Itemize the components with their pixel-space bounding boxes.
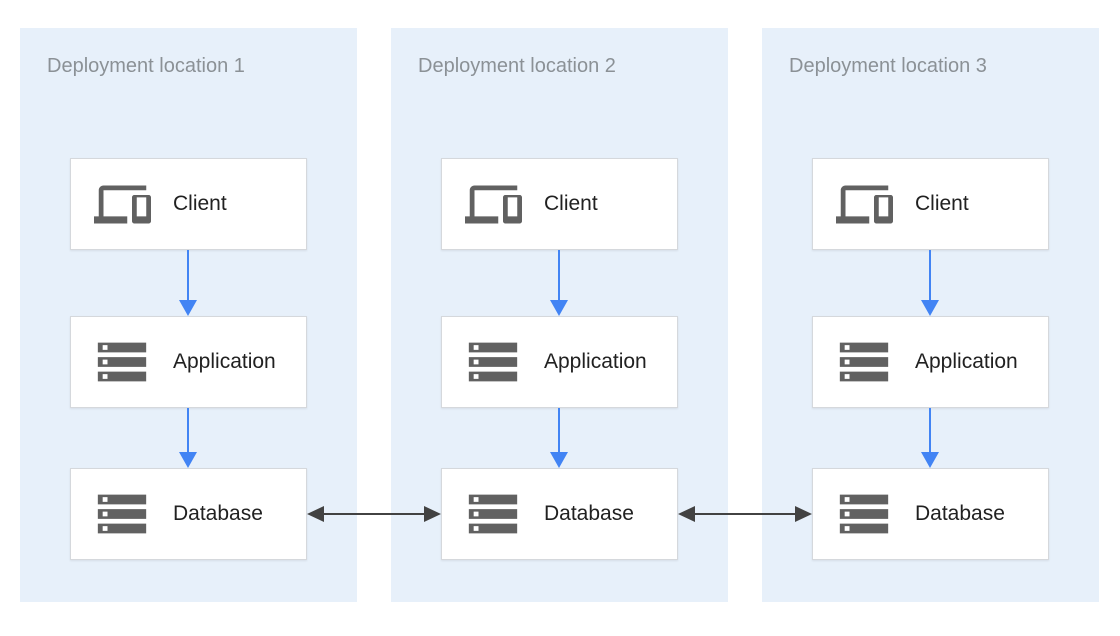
arrow-shaft	[695, 512, 795, 516]
flow-arrow-application-to-database	[920, 408, 940, 468]
devices-icon	[93, 175, 151, 233]
storage-icon	[93, 485, 151, 543]
arrowhead-down-icon	[179, 452, 197, 468]
arrow-shaft	[324, 512, 424, 516]
node-label: Database	[544, 502, 634, 525]
storage-icon	[93, 333, 151, 391]
storage-icon	[835, 333, 893, 391]
arrowhead-down-icon	[550, 452, 568, 468]
node-database: Database	[70, 468, 307, 560]
node-client: Client	[70, 158, 307, 250]
node-database: Database	[441, 468, 678, 560]
node-label: Database	[173, 502, 263, 525]
node-label: Application	[544, 350, 647, 373]
devices-icon	[835, 175, 893, 233]
arrow-shaft	[928, 250, 932, 300]
node-label: Client	[544, 192, 598, 215]
flow-arrow-client-to-application	[549, 250, 569, 316]
node-client: Client	[812, 158, 1049, 250]
replication-arrow-database1-database2	[307, 506, 441, 522]
panel-title: Deployment location 2	[418, 55, 616, 77]
storage-icon	[464, 333, 522, 391]
flow-arrow-application-to-database	[549, 408, 569, 468]
panel-title: Deployment location 1	[47, 55, 245, 77]
node-application: Application	[70, 316, 307, 408]
replication-arrow-database2-database3	[678, 506, 812, 522]
arrowhead-down-icon	[921, 300, 939, 316]
panel-title: Deployment location 3	[789, 55, 987, 77]
arrow-shaft	[557, 408, 561, 452]
arrowhead-down-icon	[550, 300, 568, 316]
storage-icon	[835, 485, 893, 543]
arrow-shaft	[186, 408, 190, 452]
arrowhead-down-icon	[921, 452, 939, 468]
node-label: Application	[173, 350, 276, 373]
node-label: Application	[915, 350, 1018, 373]
node-database: Database	[812, 468, 1049, 560]
devices-icon	[464, 175, 522, 233]
arrowhead-right-icon	[795, 506, 812, 522]
arrowhead-down-icon	[179, 300, 197, 316]
storage-icon	[464, 485, 522, 543]
node-label: Client	[173, 192, 227, 215]
panel-deployment-location-1: Deployment location 1 Client Application	[20, 28, 357, 602]
arrow-shaft	[186, 250, 190, 300]
flow-arrow-application-to-database	[178, 408, 198, 468]
arrowhead-left-icon	[307, 506, 324, 522]
node-application: Application	[441, 316, 678, 408]
node-client: Client	[441, 158, 678, 250]
flow-arrow-client-to-application	[920, 250, 940, 316]
node-label: Client	[915, 192, 969, 215]
arrow-shaft	[557, 250, 561, 300]
flow-arrow-client-to-application	[178, 250, 198, 316]
arrow-shaft	[928, 408, 932, 452]
arrowhead-right-icon	[424, 506, 441, 522]
node-application: Application	[812, 316, 1049, 408]
node-label: Database	[915, 502, 1005, 525]
panel-deployment-location-3: Deployment location 3 Client Application	[762, 28, 1099, 602]
panel-deployment-location-2: Deployment location 2 Client Application	[391, 28, 728, 602]
arrowhead-left-icon	[678, 506, 695, 522]
